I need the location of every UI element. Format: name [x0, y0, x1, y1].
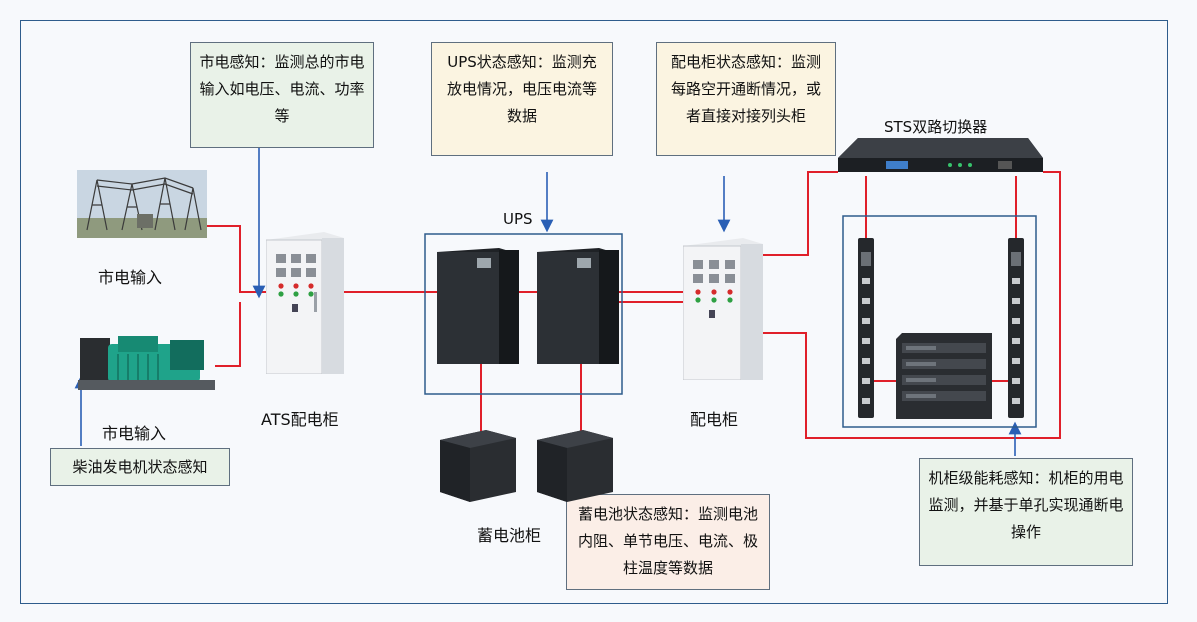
generator-sensing-text: 柴油发电机状态感知: [72, 458, 208, 476]
battery-sensing-box: 蓄电池状态感知：监测电池内阻、单节电压、电流、极柱温度等数据: [566, 494, 770, 590]
generator-sensing-box: 柴油发电机状态感知: [50, 448, 230, 486]
wire-dist-loop: [763, 171, 1061, 439]
wire-dist-sts: [763, 171, 838, 256]
ups-sensing-box: UPS状态感知：监测充放电情况，电压电流等数据: [431, 42, 613, 156]
cabinet-sensing-text: 配电柜状态感知：监测每路空开通断情况，或者直接对接列头柜: [670, 53, 821, 125]
sts-label: STS双路切换器: [884, 118, 988, 136]
mains-sensing-box: 市电感知：监测总的市电输入如电压、电流、功率等: [190, 42, 374, 148]
ups-unit-1: [437, 248, 519, 364]
ups-label: UPS: [503, 210, 533, 228]
sts-switch: [838, 138, 1043, 172]
ups-group-box: [424, 233, 623, 395]
distribution-label: 配电柜: [690, 410, 739, 429]
rack-energy-sensing-box: 机柜级能耗感知：机柜的用电监测，并基于单孔实现通断电操作: [919, 458, 1133, 566]
pdu-left: [858, 238, 874, 418]
diagram-frame: [20, 20, 1168, 604]
server-chassis: [896, 333, 992, 419]
battery-label: 蓄电池柜: [477, 526, 542, 545]
mains-input-label-2: 市电输入: [102, 424, 167, 443]
battery-cabinet-2: [537, 430, 613, 502]
cabinet-sensing-box: 配电柜状态感知：监测每路空开通断情况，或者直接对接列头柜: [656, 42, 836, 156]
diesel-generator: [78, 336, 215, 390]
mains-input-label-1: 市电输入: [98, 268, 163, 287]
ats-cabinet: [266, 232, 344, 374]
battery-sensing-text: 蓄电池状态感知：监测电池内阻、单节电压、电流、极柱温度等数据: [577, 505, 758, 577]
rack-energy-sensing-text: 机柜级能耗感知：机柜的用电监测，并基于单孔实现通断电操作: [928, 469, 1124, 541]
ats-label: ATS配电柜: [261, 410, 339, 429]
distribution-cabinet: [683, 238, 763, 380]
battery-cabinet-1: [440, 430, 516, 502]
rack-group-box: [842, 215, 1037, 428]
pdu-right: [1008, 238, 1024, 418]
substation-image: [77, 170, 207, 238]
wire-generator-ats: [215, 302, 241, 367]
ups-unit-2: [537, 248, 619, 364]
ups-sensing-text: UPS状态感知：监测充放电情况，电压电流等数据: [446, 53, 597, 125]
mains-sensing-text: 市电感知：监测总的市电输入如电压、电流、功率等: [199, 53, 365, 125]
